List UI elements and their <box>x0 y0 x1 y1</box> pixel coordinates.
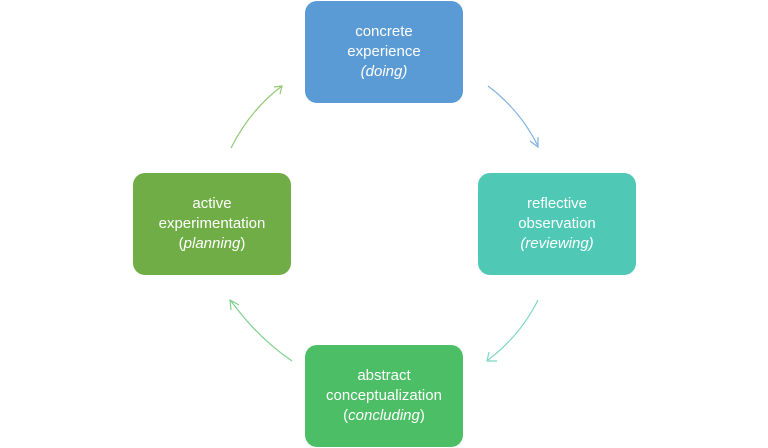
arrow-right-to-bottom <box>487 299 539 361</box>
node-active-experimentation: active experimentation (planning) <box>133 173 291 275</box>
node-label-line2: experimentation <box>158 215 266 232</box>
arrowhead-bottom-to-left <box>229 298 240 311</box>
node-label-line2: conceptualization <box>326 387 442 404</box>
arrow-top-to-right <box>487 85 539 147</box>
node-label-line2: experience <box>347 43 421 60</box>
arrowhead-left-to-top <box>273 85 283 95</box>
arrowhead-top-to-right <box>529 137 539 149</box>
node-abstract-conceptualization: abstract conceptualization (concluding) <box>305 345 463 447</box>
paren-close: ) <box>240 235 246 252</box>
paren-open: ( <box>343 407 349 424</box>
arrowhead-right-to-bottom <box>486 351 497 362</box>
node-reflective-observation: reflective observation (reviewing) <box>478 173 636 275</box>
arrow-bottom-to-left <box>230 300 293 362</box>
node-label-line1: reflective <box>526 195 588 212</box>
arrow-left-to-top <box>230 85 283 149</box>
paren-open: ( <box>178 235 184 252</box>
node-label-line3: (planning) <box>179 234 246 254</box>
node-label-line3-word: concluding <box>348 407 420 424</box>
node-label-line2: observation <box>518 215 596 232</box>
node-label-line3: (reviewing) <box>520 235 594 252</box>
node-concrete-experience: concrete experience (doing) <box>305 1 463 103</box>
node-label-line3: (doing) <box>360 63 408 80</box>
paren-close: ) <box>419 407 425 424</box>
node-label-line3-word: planning <box>183 235 241 252</box>
node-label-line1: active <box>192 195 232 212</box>
node-label-line3: (concluding) <box>343 406 425 426</box>
node-label-line1: concrete <box>355 23 413 40</box>
node-label-line1: abstract <box>357 367 411 384</box>
